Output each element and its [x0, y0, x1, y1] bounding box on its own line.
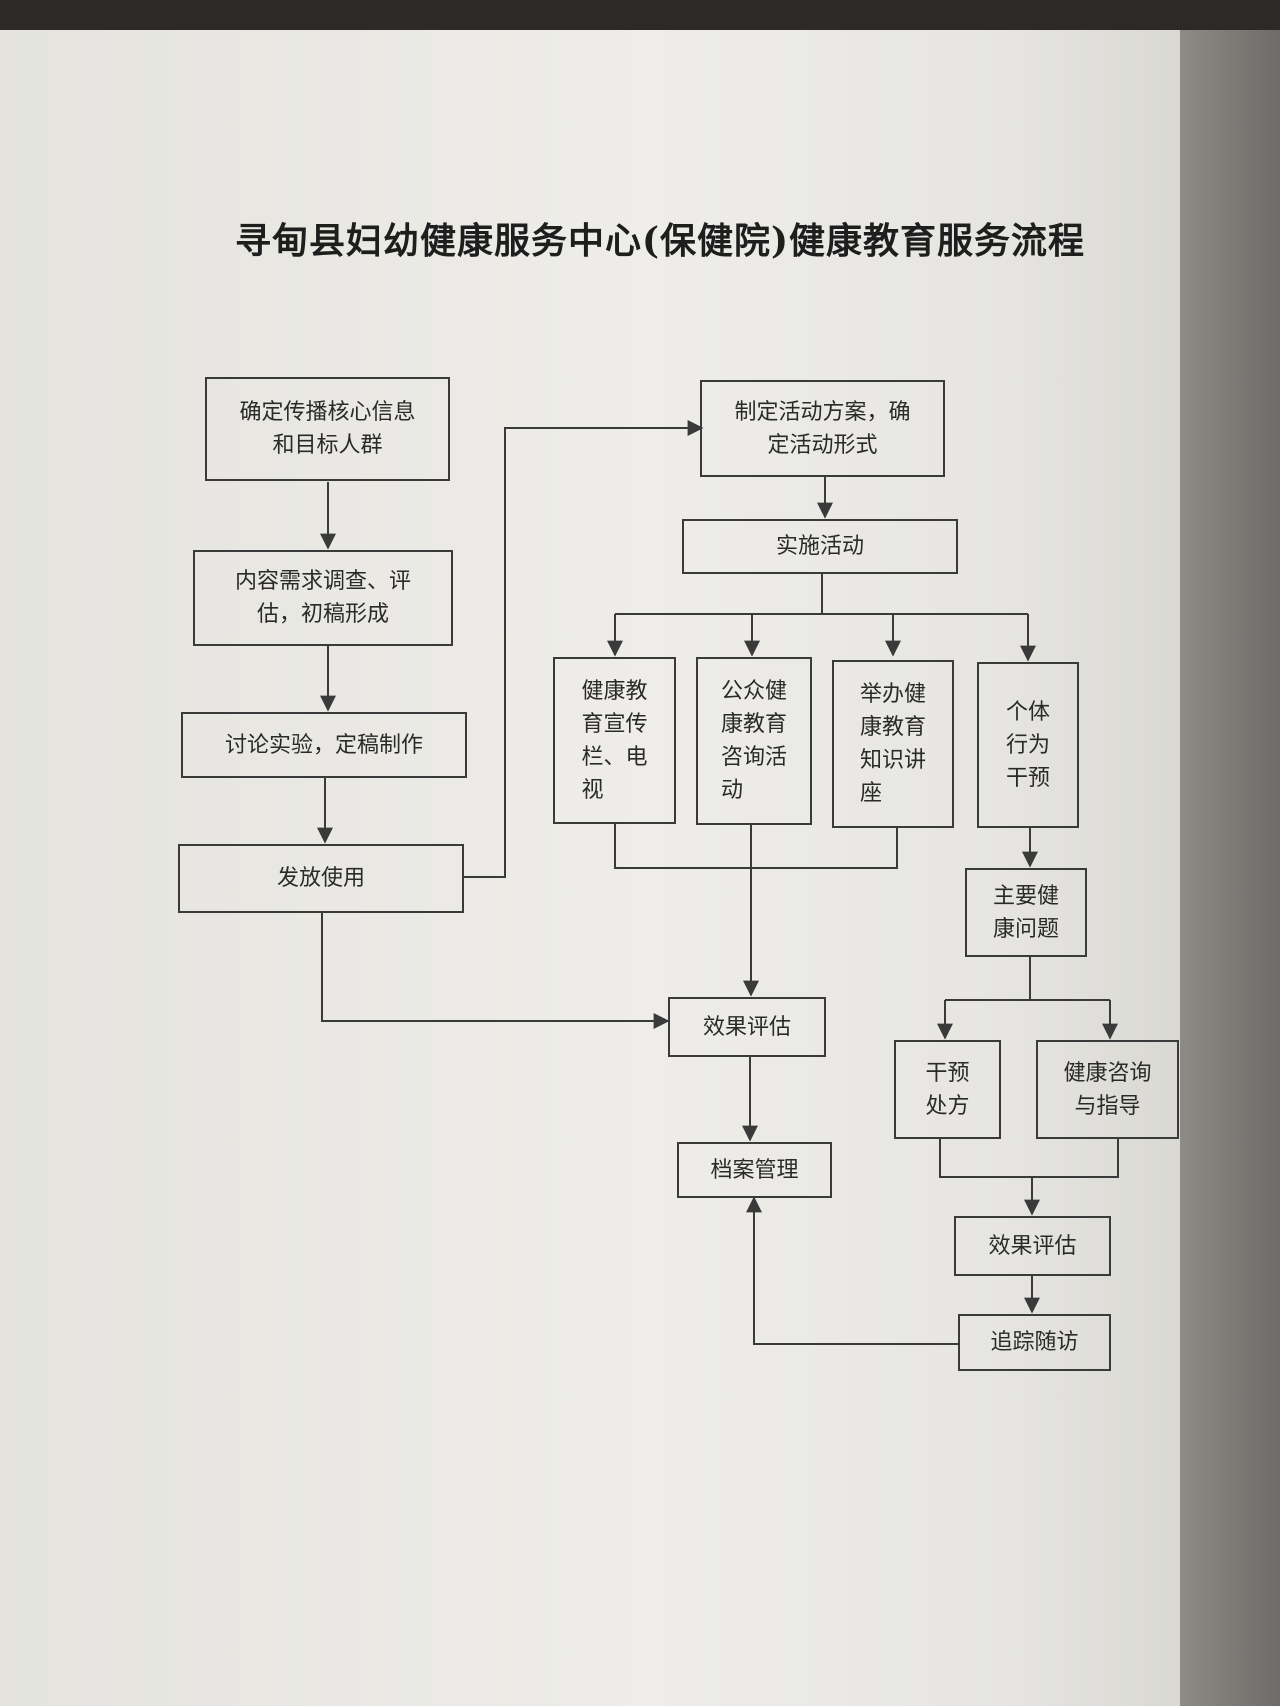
node-text: 发放使用	[277, 862, 365, 895]
node-effect-eval-1: 效果评估	[668, 997, 826, 1057]
node-text-line: 制定活动方案，确	[734, 399, 911, 425]
node-text-line: 和目标人群	[272, 433, 383, 458]
node-text: 主要健康问题	[993, 880, 1059, 946]
node-text: 效果评估	[703, 1011, 791, 1044]
node-text-line: 讨论实验，定稿制作	[224, 732, 423, 758]
node-text-line: 健康教	[581, 678, 648, 704]
node-text: 制定活动方案，确定活动形式	[734, 396, 910, 462]
node-consult-guide: 健康咨询与指导	[1036, 1040, 1179, 1139]
node-lecture: 举办健康教育知识讲座	[832, 660, 954, 828]
node-consult-activity: 公众健康教育咨询活动	[696, 657, 812, 825]
node-text-line: 咨询活	[720, 745, 787, 770]
node-archive: 档案管理	[677, 1142, 832, 1198]
node-column-tv: 健康教育宣传栏、电视	[553, 657, 676, 824]
node-text: 档案管理	[710, 1154, 798, 1187]
node-text-line: 视	[581, 777, 604, 803]
node-individual: 个体行为干预	[977, 662, 1079, 828]
node-text-line: 康问题	[992, 916, 1059, 942]
page-title: 寻甸县妇幼健康服务中心(保健院)健康教育服务流程	[234, 220, 1086, 262]
node-text: 公众健康教育咨询活动	[721, 675, 787, 807]
node-text-line: 定活动形式	[767, 432, 878, 458]
node-text: 健康咨询与指导	[1063, 1057, 1151, 1123]
node-text-line: 举办健	[859, 682, 926, 707]
connectors	[317, 420, 1119, 1345]
node-text-line: 估，初稿形成	[256, 602, 389, 627]
node-text: 讨论实验，定稿制作	[225, 729, 423, 762]
node-distribute: 发放使用	[178, 844, 464, 913]
node-text-line: 座	[859, 781, 882, 806]
node-text: 干预处方	[925, 1057, 969, 1123]
node-effect-eval-2: 效果评估	[954, 1216, 1111, 1276]
node-text-line: 干预	[1005, 765, 1050, 791]
node-text: 内容需求调查、评估，初稿形成	[235, 565, 411, 631]
node-text-line: 发放使用	[276, 866, 365, 891]
node-text-line: 康教育	[720, 712, 787, 737]
node-text-line: 个体	[1005, 699, 1050, 725]
node-text-line: 效果评估	[702, 1014, 791, 1040]
node-text-line: 内容需求调查、评	[234, 569, 411, 594]
node-implement: 实施活动	[682, 519, 958, 574]
node-text-line: 公众健	[720, 679, 787, 704]
node-plan: 制定活动方案，确定活动形式	[700, 380, 945, 477]
node-needs-survey: 内容需求调查、评估，初稿形成	[193, 550, 453, 646]
node-text-line: 知识讲	[859, 748, 926, 773]
node-discuss: 讨论实验，定稿制作	[181, 712, 467, 778]
node-core-info: 确定传播核心信息和目标人群	[205, 377, 450, 481]
node-text-line: 健康咨询	[1063, 1060, 1152, 1086]
node-text-line: 处方	[925, 1093, 970, 1119]
node-follow-up: 追踪随访	[958, 1314, 1111, 1371]
node-text-line: 动	[720, 778, 743, 803]
node-main-problems: 主要健康问题	[965, 868, 1087, 957]
node-text-line: 追踪随访	[990, 1330, 1079, 1355]
node-text: 效果评估	[988, 1230, 1076, 1263]
node-text-line: 育宣传	[581, 711, 648, 737]
node-text-line: 确定传播核心信息	[239, 400, 416, 425]
node-text-line: 效果评估	[988, 1233, 1077, 1259]
node-text-line: 实施活动	[775, 534, 864, 559]
node-text: 个体行为干预	[1006, 696, 1050, 795]
node-text-line: 康教育	[859, 715, 926, 740]
node-text-line: 与指导	[1074, 1093, 1141, 1119]
node-text-line: 栏、电	[581, 744, 648, 770]
node-text-line: 主要健	[992, 883, 1059, 909]
node-text: 实施活动	[776, 530, 864, 563]
node-prescription: 干预处方	[894, 1040, 1001, 1139]
node-text: 举办健康教育知识讲座	[860, 678, 926, 810]
node-text-line: 档案管理	[710, 1157, 799, 1183]
node-text-line: 干预	[925, 1060, 970, 1086]
node-text: 健康教育宣传栏、电视	[581, 675, 647, 807]
node-text: 确定传播核心信息和目标人群	[239, 396, 415, 462]
node-text-line: 行为	[1005, 732, 1050, 758]
node-text: 追踪随访	[990, 1326, 1078, 1359]
